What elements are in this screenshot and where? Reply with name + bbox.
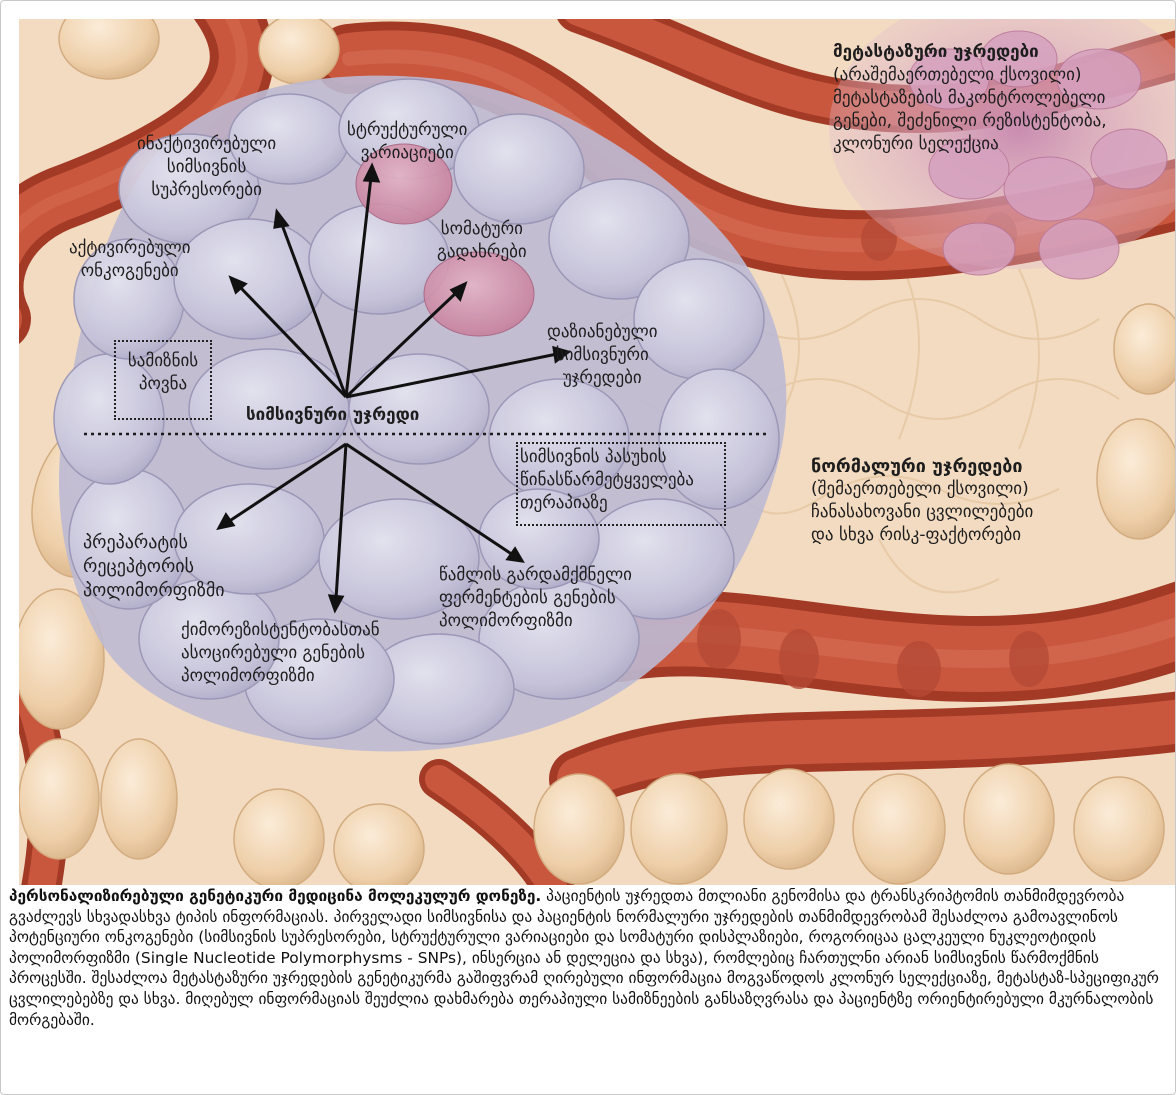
somatic-line-1: სომატური xyxy=(437,218,527,241)
activated-line-1: აქტივირებული xyxy=(69,237,191,260)
drug-enzyme-label: წამლის გარდამქმნელი ფერმენტების გენების … xyxy=(439,564,632,633)
inactivated-line-3: სუპრესორები xyxy=(137,179,276,202)
response-line-1: სიმსივნის პასუხის xyxy=(520,446,724,469)
normal-title: ნორმალური უჯრედები xyxy=(811,456,1023,477)
normal-line-2: ჩანასახოვანი ცვლილებები xyxy=(811,501,1033,524)
tumor-illustration: მეტასტაზური უჯრედები (არაშემაერთებელი ქს… xyxy=(19,19,1175,885)
structural-line-1: სტრუქტურული xyxy=(347,119,467,142)
damaged-line-3: უჯრედები xyxy=(547,367,658,390)
structural-line-2: ვარიაციები xyxy=(347,142,467,165)
chemoresistance-label: ქიმორეზისტენტობასთან ასოცირებული გენების… xyxy=(181,619,380,688)
enzyme-line-1: წამლის გარდამქმნელი xyxy=(439,564,632,587)
inactivated-suppressors-label: ინაქტივირებული სიმსივნის სუპრესორები xyxy=(137,133,276,202)
target-line-1: სამიზნის xyxy=(116,350,210,373)
metastatic-cells-label: მეტასტაზური უჯრედები (არაშემაერთებელი ქს… xyxy=(833,41,1107,156)
target-finding-box: სამიზნის პოვნა xyxy=(114,340,212,420)
enzyme-line-2: ფერმენტების გენების xyxy=(439,587,632,610)
damaged-line-2: სიმსივნური xyxy=(547,344,658,367)
enzyme-line-3: პოლიმორფიზმი xyxy=(439,610,632,633)
receptor-line-1: პრეპარატის xyxy=(83,531,225,555)
chemo-line-2: ასოცირებული გენების xyxy=(181,642,380,665)
metastatic-line-4: კლონური სელექცია xyxy=(833,133,1107,156)
response-line-3: თერაპიაზე xyxy=(520,492,724,515)
target-line-2: პოვნა xyxy=(116,373,210,396)
normal-line-3: და სხვა რისკ-ფაქტორები xyxy=(811,524,1033,547)
drug-receptor-label: პრეპარატის რეცეპტორის პოლიმორფიზმი xyxy=(83,531,225,603)
metastatic-line-2: მეტასტაზების მაკონტროლებელი xyxy=(833,87,1107,110)
somatic-deviations-label: სომატური გადახრები xyxy=(437,218,527,264)
caption-body: პაციენტის უჯრედთა მთლიანი გენომისა და ტრ… xyxy=(9,887,1159,1029)
structural-variations-label: სტრუქტურული ვარიაციები xyxy=(347,119,467,165)
inactivated-line-1: ინაქტივირებული xyxy=(137,133,276,156)
normal-line-1: (შემაერთებელი ქსოვილი) xyxy=(811,478,1033,501)
response-line-2: წინასწარმეტყველება xyxy=(520,469,724,492)
therapy-response-box: სიმსივნის პასუხის წინასწარმეტყველება თერ… xyxy=(516,442,726,526)
metastatic-line-1: (არაშემაერთებელი ქსოვილი) xyxy=(833,64,1107,87)
chemo-line-3: პოლიმორფიზმი xyxy=(181,665,380,688)
cancer-cell-label: სიმსივნური უჯრედი xyxy=(246,404,419,427)
inactivated-line-2: სიმსივნის xyxy=(137,156,276,179)
normal-cells-label: ნორმალური უჯრედები (შემაერთებელი ქსოვილი… xyxy=(811,455,1033,547)
activated-oncogenes-label: აქტივირებული ონკოგენები xyxy=(69,237,191,283)
damaged-cells-label: დაზიანებული სიმსივნური უჯრედები xyxy=(547,321,658,390)
receptor-line-3: პოლიმორფიზმი xyxy=(83,579,225,603)
caption-title: პერსონალიზირებული გენეტიკური მედიცინა მო… xyxy=(9,887,541,905)
metastatic-line-3: გენები, შეძენილი რეზისტენტობა, xyxy=(833,110,1107,133)
figure-caption: პერსონალიზირებული გენეტიკური მედიცინა მო… xyxy=(9,886,1171,1030)
receptor-line-2: რეცეპტორის xyxy=(83,555,225,579)
chemo-line-1: ქიმორეზისტენტობასთან xyxy=(181,619,380,642)
activated-line-2: ონკოგენები xyxy=(69,260,191,283)
damaged-line-1: დაზიანებული xyxy=(547,321,658,344)
metastatic-title: მეტასტაზური უჯრედები xyxy=(833,42,1039,62)
somatic-line-2: გადახრები xyxy=(437,241,527,264)
